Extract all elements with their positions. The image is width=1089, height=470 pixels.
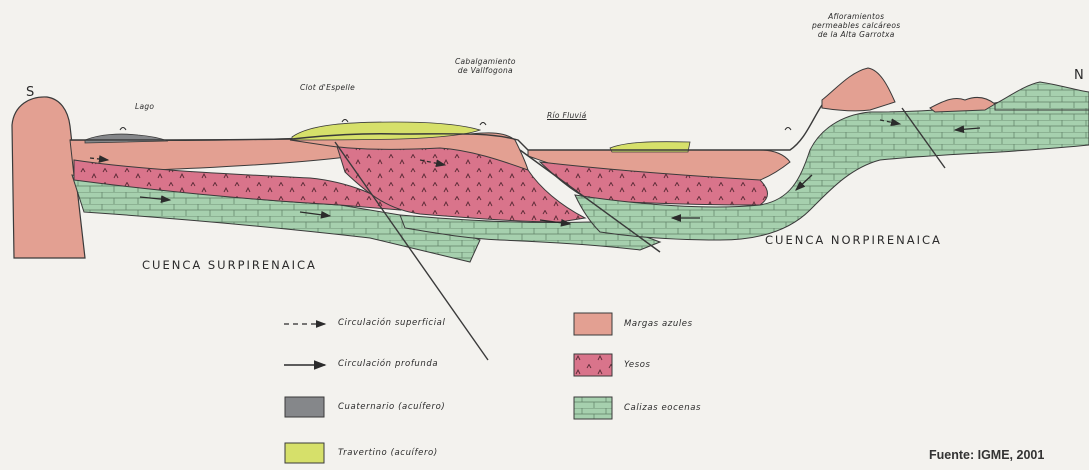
north-margas-hills — [930, 97, 995, 112]
source-credit: Fuente: IGME, 2001 — [929, 448, 1044, 462]
north-limestone-ridge — [995, 82, 1089, 110]
north-basin-label: CUENCA NORPIRENAICA — [765, 233, 942, 247]
lago-label: Lago — [135, 102, 154, 111]
legend-swatch-yesos — [574, 354, 612, 376]
legend-label-travertino: Travertino (acuífero) — [338, 448, 438, 458]
quaternary-deposit — [85, 134, 168, 143]
legend-label-superficial: Circulación superficial — [338, 318, 445, 328]
south-cardinal-label: S — [26, 85, 34, 100]
afloramientos-line-2: permeables calcáreos — [812, 21, 900, 30]
north-cardinal-label: N — [1074, 68, 1084, 83]
afloramientos-label: Afloramientos permeables calcáreos de la… — [812, 12, 900, 39]
legend-label-margas: Margas azules — [624, 319, 693, 329]
afloramientos-line-3: de la Alta Garrotxa — [812, 30, 900, 39]
legend-swatch-cuaternario — [285, 397, 324, 417]
cabalgamiento-line-2: de Vallfogona — [455, 66, 516, 75]
legend-swatch-calizas — [574, 397, 612, 419]
spring-icon — [785, 128, 791, 131]
clot-label: Clot d'Espelle — [300, 83, 355, 92]
north-margas-peak — [822, 68, 895, 111]
legend-label-yesos: Yesos — [624, 360, 651, 370]
legend-swatch-travertino — [285, 443, 324, 463]
legend-label-calizas: Calizas eocenas — [624, 403, 701, 413]
rio-label: Río Fluviá — [547, 111, 587, 120]
legend-label-cuaternario: Cuaternario (acuífero) — [338, 402, 445, 412]
legend-label-profunda: Circulación profunda — [338, 359, 438, 369]
south-basin-label: CUENCA SURPIRENAICA — [142, 258, 317, 272]
legend — [284, 313, 612, 463]
spring-icon — [342, 120, 348, 123]
cabalgamiento-label: Cabalgamiento de Vallfogona — [455, 57, 516, 75]
afloramientos-line-1: Afloramientos — [812, 12, 900, 21]
spring-icon — [480, 123, 486, 126]
spring-icon — [120, 128, 126, 131]
legend-swatch-margas — [574, 313, 612, 335]
cabalgamiento-line-1: Cabalgamiento — [455, 57, 516, 66]
